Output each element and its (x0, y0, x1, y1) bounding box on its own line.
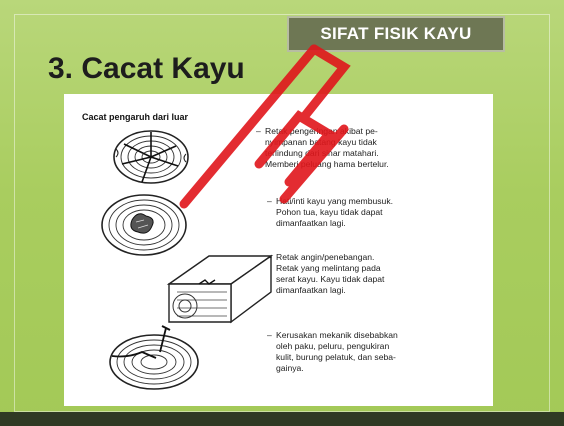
wood-cross-section-nail-damage-icon (109, 325, 199, 390)
slide-frame (14, 14, 550, 412)
content-image: Cacat pengaruh dari luar (64, 44, 493, 406)
description-3: – Retak angin/penebangan. Retak yang mel… (267, 252, 385, 295)
bottom-bar (0, 412, 564, 426)
section-badge-label: SIFAT FISIK KAYU (320, 24, 472, 43)
slide-title: 3. Cacat Kayu (48, 52, 245, 85)
description-1: – Retak pengeringan akibat pe- nyimpanan… (256, 126, 389, 169)
section-badge: SIFAT FISIK KAYU (287, 16, 505, 52)
wood-cross-section-rotten-core-icon (101, 194, 187, 256)
description-2: – Hati/inti kayu yang membusuk. Pohon tu… (267, 196, 394, 228)
wood-cross-section-drying-cracks-icon (113, 130, 189, 184)
wood-log-block-wind-crack-icon (166, 254, 274, 324)
figure-subheading: Cacat pengaruh dari luar (82, 112, 189, 122)
description-4: – Kerusakan mekanik disebabkan oleh paku… (267, 330, 398, 373)
